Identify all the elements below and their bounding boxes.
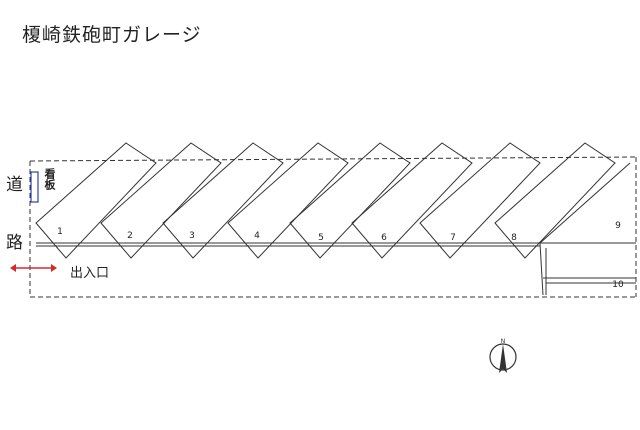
space-number-8: 8	[511, 233, 517, 243]
entrance-arrow	[10, 264, 57, 272]
page-title: 榎崎鉄砲町ガレージ	[22, 24, 202, 46]
parking-bay-5	[289, 142, 411, 259]
parking-bay-8	[494, 142, 616, 259]
parking-bay-4	[227, 142, 349, 259]
space-number-1: 1	[57, 227, 63, 237]
parking-bays	[35, 142, 616, 259]
space-number-5: 5	[318, 233, 324, 243]
space-number-10: 10	[612, 280, 624, 290]
drive-aisle	[36, 242, 540, 247]
parking-bay-6	[351, 142, 473, 259]
sign-board	[30, 171, 39, 203]
parking-bay-1	[35, 142, 157, 259]
space-number-4: 4	[254, 231, 260, 241]
compass-north-icon: N	[489, 338, 517, 373]
sign-label: 看板	[43, 168, 56, 190]
road-label-bottom: 路	[6, 233, 23, 253]
space-number-6: 6	[381, 233, 387, 243]
space-number-2: 2	[127, 231, 133, 241]
parking-bay-2	[100, 142, 222, 259]
space-number-7: 7	[450, 233, 456, 243]
space-number-3: 3	[189, 231, 195, 241]
compass-north-mark: N	[501, 338, 506, 345]
entrance-label: 出入口	[70, 266, 110, 281]
space-number-9: 9	[615, 221, 621, 231]
road-label-top: 道	[6, 175, 23, 195]
right-wall	[539, 162, 636, 296]
parking-bay-3	[162, 142, 284, 259]
parking-bay-7	[419, 142, 541, 259]
